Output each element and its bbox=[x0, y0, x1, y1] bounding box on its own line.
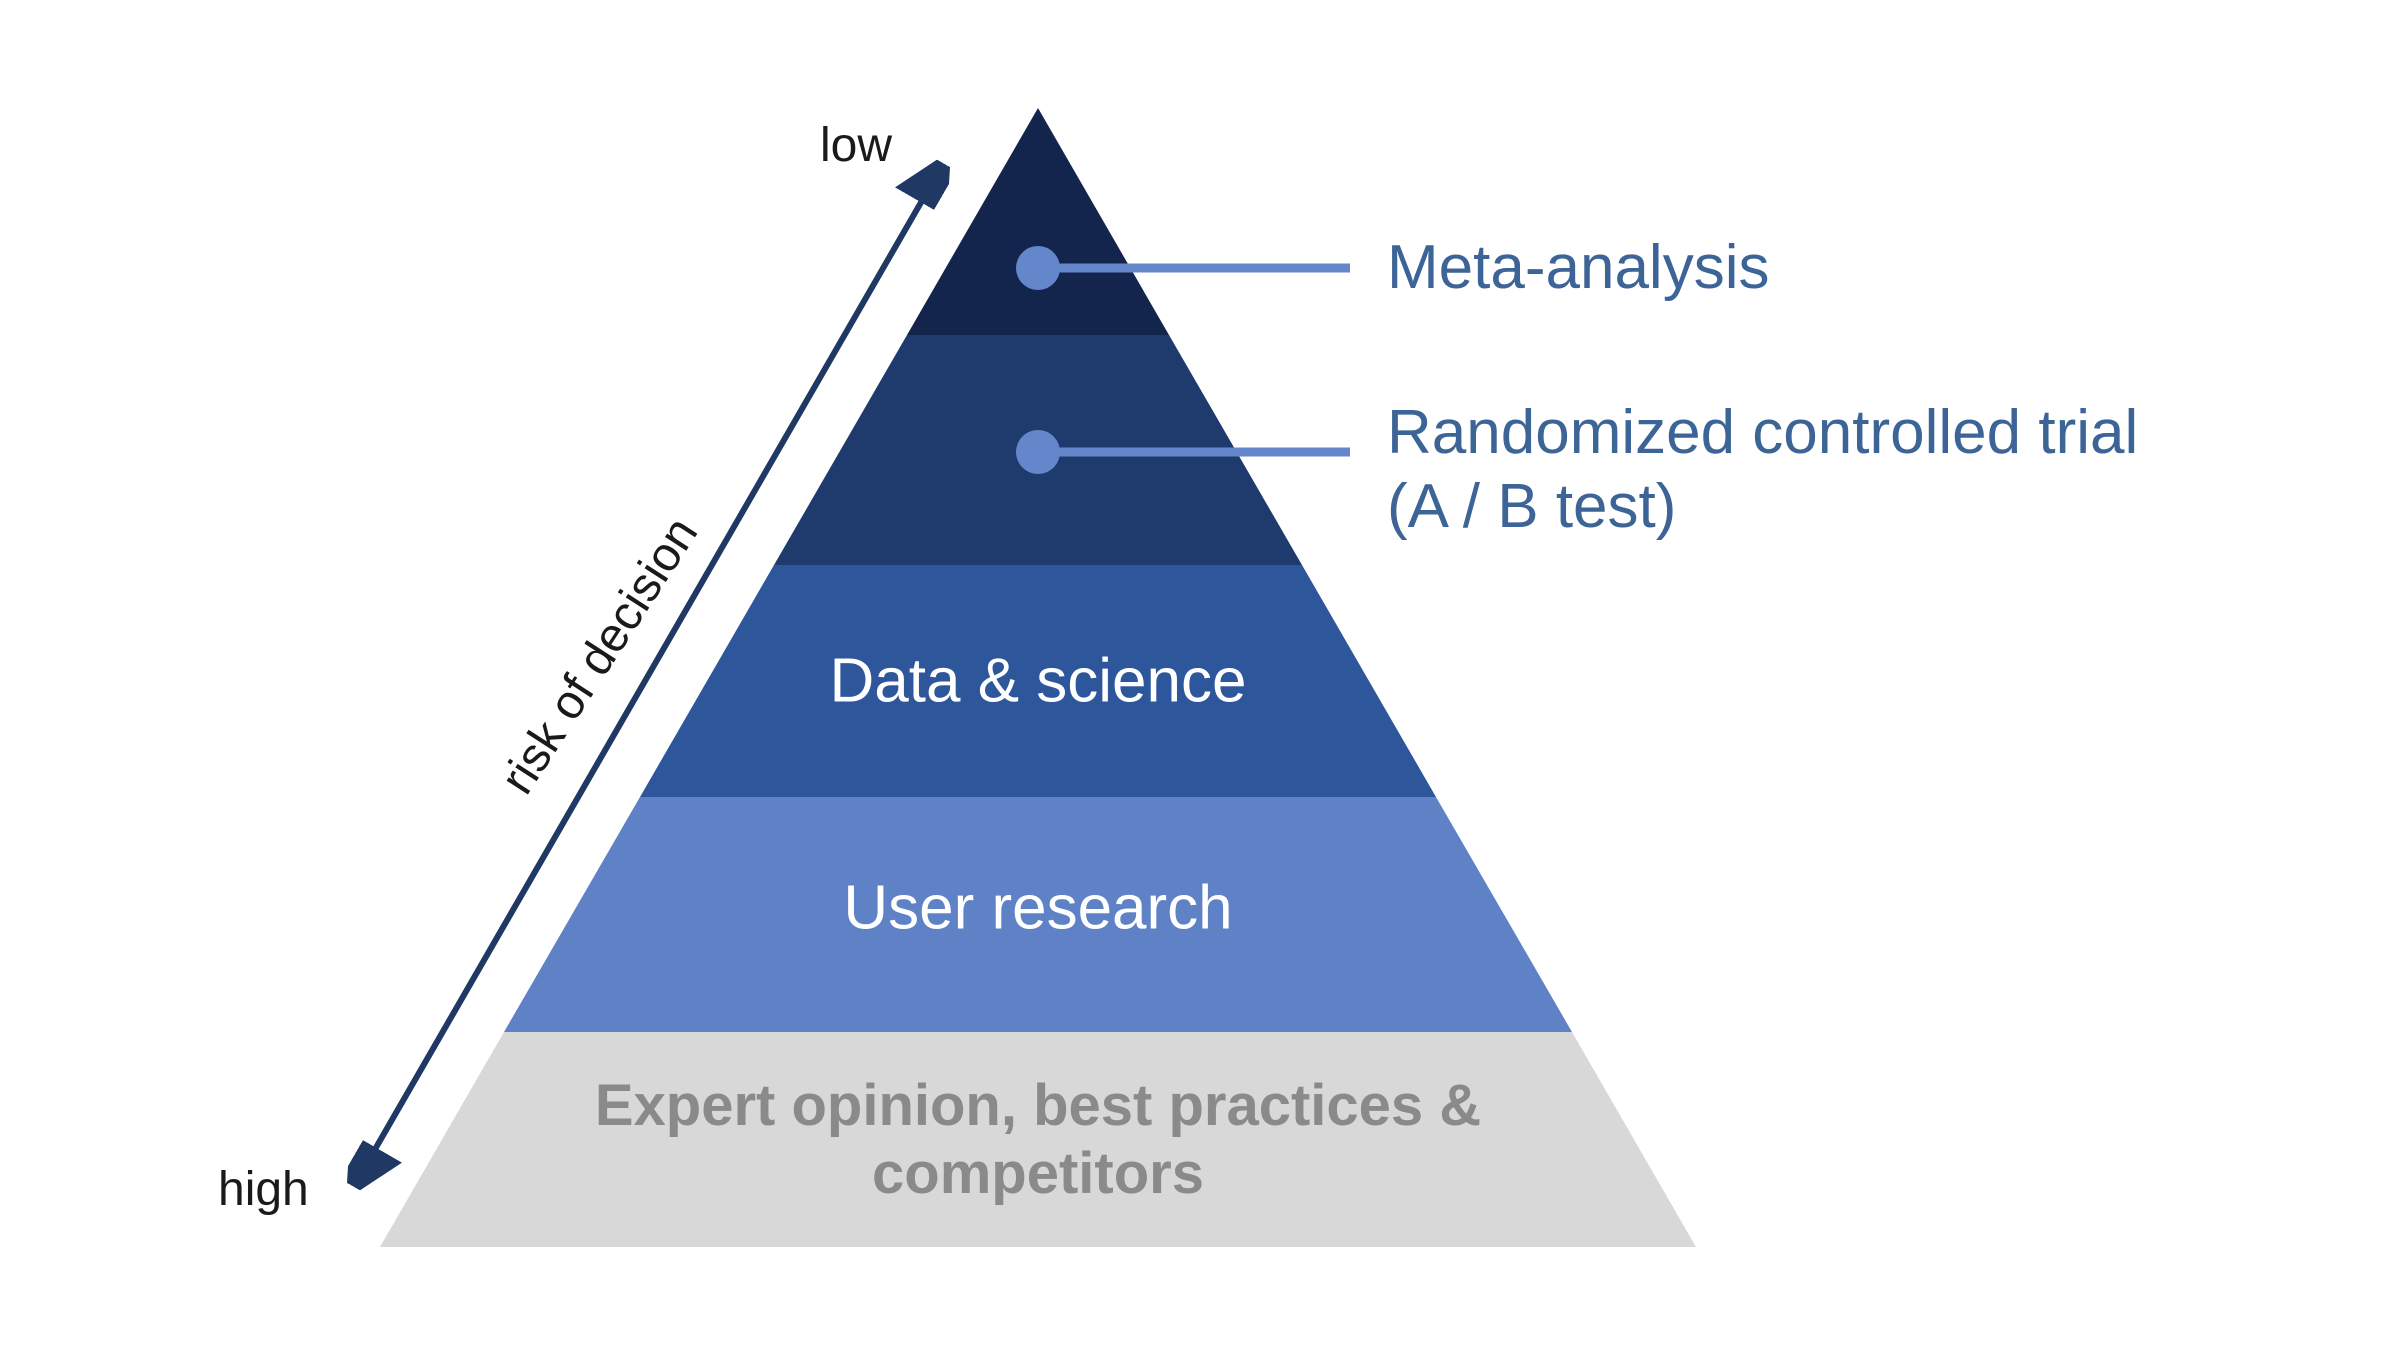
pyramid-level-meta-analysis bbox=[907, 108, 1169, 335]
level-label-user-research: User research bbox=[843, 873, 1233, 943]
level-label-line: competitors bbox=[872, 1141, 1204, 1206]
level-label-line: Expert opinion, best practices & bbox=[594, 1073, 1482, 1138]
pyramid-level-data-science bbox=[640, 565, 1436, 797]
level-label-data-science: Data & science bbox=[829, 646, 1247, 716]
axis-label-high: high bbox=[218, 1163, 309, 1216]
risk-axis-arrow bbox=[355, 166, 942, 1184]
callout-label-rct: Randomized controlled trial (A / B test) bbox=[1387, 396, 2138, 544]
pyramid-level-user-research bbox=[504, 797, 1572, 1032]
level-label-expert-opinion: Expert opinion, best practices & competi… bbox=[595, 1072, 1481, 1208]
callout-label-line: (A / B test) bbox=[1387, 472, 1677, 541]
callout-dot-rct bbox=[1016, 430, 1060, 474]
callout-label-line: Randomized controlled trial bbox=[1387, 398, 2139, 467]
callout-dot-meta-analysis bbox=[1016, 246, 1060, 290]
callout-label-meta-analysis: Meta-analysis bbox=[1387, 231, 1769, 305]
callout-label-line: Meta-analysis bbox=[1387, 233, 1770, 302]
pyramid-level-expert-opinion bbox=[380, 1032, 1696, 1247]
axis-label-low: low bbox=[820, 119, 893, 172]
